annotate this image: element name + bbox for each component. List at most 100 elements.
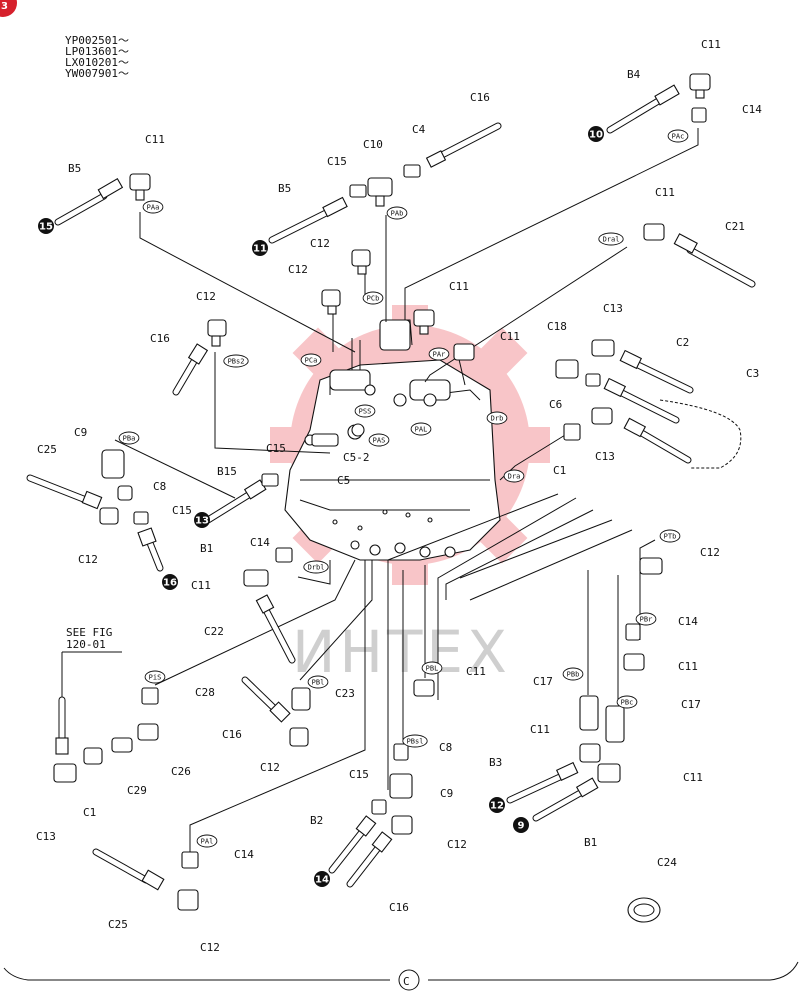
part-label: C25 [108, 918, 128, 931]
port-tag: PCb [362, 291, 384, 305]
reference-number: 9 [513, 817, 529, 833]
corner-badge-label: 3 [1, 1, 8, 12]
serial-1: YP002501～ [65, 34, 129, 47]
port-tag-label: PBsl [407, 738, 424, 746]
part-label: C15 [349, 768, 369, 781]
part-label: C11 [191, 579, 211, 592]
port-tag-label: Dra [508, 473, 521, 481]
port-tag-label: PAa [147, 204, 160, 212]
part-label: C8 [153, 480, 166, 493]
port-tag-label: PAr [433, 351, 446, 359]
part-label: C12 [196, 290, 216, 303]
part-label: C18 [547, 320, 567, 333]
part-label: C15 [327, 155, 347, 168]
port-tag-label: Drb [491, 415, 504, 423]
part-label: C17 [533, 675, 553, 688]
footer: C [3, 961, 799, 991]
part-label: C11 [530, 723, 550, 736]
part-label: C12 [260, 761, 280, 774]
port-tag-label: PBr [640, 616, 653, 624]
port-tag: PBl [307, 675, 329, 689]
part-label: C16 [470, 91, 490, 104]
port-tag-label: PAb [391, 210, 404, 218]
part-label: C12 [288, 263, 308, 276]
port-tag: Dral [598, 232, 624, 246]
reference-number: 11 [252, 240, 268, 256]
part-label: C14 [678, 615, 698, 628]
see-fig-line-2: 120-01 [66, 638, 106, 651]
corner-badge [0, 0, 17, 17]
port-tag: PiS [144, 670, 166, 684]
port-tags: PAaPAbPCbPCaPBs2PArDralPAcPSSPASPALDrbDr… [118, 129, 689, 848]
part-label: C2 [676, 336, 689, 349]
reference-number: 15 [38, 218, 54, 234]
port-tag: PCa [300, 353, 322, 367]
part-label: C9 [74, 426, 87, 439]
part-label: C15 [266, 442, 286, 455]
part-label: C10 [363, 138, 383, 151]
part-label: C28 [195, 686, 215, 699]
port-tag: PAa [142, 200, 164, 214]
watermark-text: ИНТЕХ [292, 618, 511, 686]
part-label: C16 [222, 728, 242, 741]
port-tag: PBr [635, 612, 657, 626]
part-label: C12 [78, 553, 98, 566]
part-label: C3 [746, 367, 759, 380]
serial-4: YW007901～ [65, 67, 129, 80]
reference-number: 12 [489, 797, 505, 813]
port-tag-label: PBa [123, 435, 136, 443]
serial-2: LP013601～ [65, 45, 129, 58]
serial-3: LX010201～ [65, 56, 129, 69]
port-tag-label: PAS [373, 437, 386, 445]
part-label: C6 [549, 398, 562, 411]
part-label: C12 [447, 838, 467, 851]
port-tag: PBsl [402, 734, 428, 748]
part-label: C13 [36, 830, 56, 843]
part-label: C16 [389, 901, 409, 914]
port-tag: Dra [503, 469, 525, 483]
part-label: C12 [700, 546, 720, 559]
part-label: C11 [500, 330, 520, 343]
port-tag: PBb [562, 667, 584, 681]
port-tag-label: PBl [312, 679, 325, 687]
reference-number: 13 [194, 512, 210, 528]
part-label: C12 [310, 237, 330, 250]
port-tag: PAl [196, 834, 218, 848]
reference-number-label: 9 [518, 821, 525, 832]
reference-number-label: 15 [39, 222, 53, 233]
part-label: C13 [603, 302, 623, 315]
part-label: C14 [742, 103, 762, 116]
port-tag-label: PCa [305, 357, 318, 365]
reference-number-label: 13 [195, 516, 209, 527]
part-label: C4 [412, 123, 426, 136]
hoses [26, 84, 756, 891]
port-tag: PAc [667, 129, 689, 143]
part-label: C26 [171, 765, 191, 778]
part-label: C11 [466, 665, 486, 678]
reference-number-label: 10 [589, 130, 603, 141]
port-tag-label: PAl [201, 838, 214, 846]
port-tag: PBL [421, 661, 443, 675]
part-label: B15 [217, 465, 237, 478]
port-tag-label: PSS [359, 408, 372, 416]
reference-number-label: 12 [490, 801, 504, 812]
part-label: C8 [439, 741, 452, 754]
port-tag: PAS [368, 433, 390, 447]
control-valve-body [284, 319, 501, 561]
part-label: C11 [655, 186, 675, 199]
part-label: C14 [234, 848, 254, 861]
part-label: C25 [37, 443, 57, 456]
reference-number-label: 16 [163, 578, 177, 589]
part-label: C15 [172, 504, 192, 517]
part-label: C11 [683, 771, 703, 784]
part-label: C9 [440, 787, 453, 800]
port-tag-label: PBL [426, 665, 439, 673]
part-label: C29 [127, 784, 147, 797]
part-label: C23 [335, 687, 355, 700]
part-label: C11 [449, 280, 469, 293]
part-label: B4 [627, 68, 641, 81]
port-tag: PAL [410, 422, 432, 436]
